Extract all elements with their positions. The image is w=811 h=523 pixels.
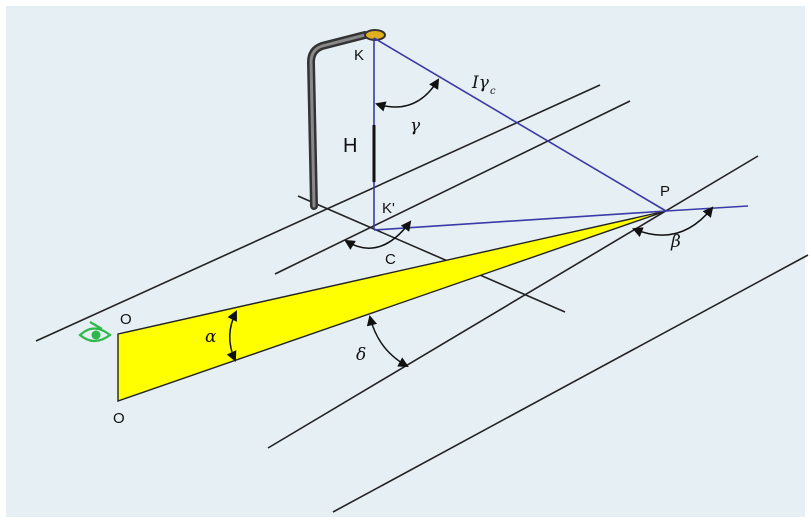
view-wedge <box>117 210 667 402</box>
label-intensity: Iγ <box>471 73 490 93</box>
road-line-1 <box>35 84 601 342</box>
line-k-to-p <box>373 37 667 212</box>
label-observer-bottom: O <box>113 410 125 427</box>
road-line-2 <box>274 100 631 275</box>
line-foot-to-p <box>373 210 667 231</box>
eye-icon <box>78 321 112 343</box>
label-gamma: γ <box>410 116 421 136</box>
label-delta: δ <box>356 345 366 365</box>
label-c-angle: C <box>385 251 396 268</box>
label-point: P <box>660 183 670 200</box>
arc-delta <box>366 314 409 368</box>
arc-gamma <box>374 78 440 112</box>
label-height: H <box>343 135 357 157</box>
angle-arcs <box>226 78 714 368</box>
street-lamp-icon <box>306 29 386 210</box>
label-foot: K' <box>382 200 395 217</box>
road-lines <box>35 84 809 513</box>
label-observer-top: O <box>120 311 132 328</box>
arc-c <box>344 220 412 250</box>
road-line-4 <box>332 254 809 513</box>
road-line-3 <box>267 155 759 449</box>
background <box>6 6 805 517</box>
arc-beta <box>632 206 714 238</box>
arc-alpha <box>226 310 237 362</box>
label-beta: β <box>670 232 681 252</box>
label-luminaire: K <box>354 47 364 64</box>
label-intensity-sub: c <box>490 86 496 97</box>
label-alpha: α <box>205 327 217 347</box>
cross-line <box>297 195 566 313</box>
